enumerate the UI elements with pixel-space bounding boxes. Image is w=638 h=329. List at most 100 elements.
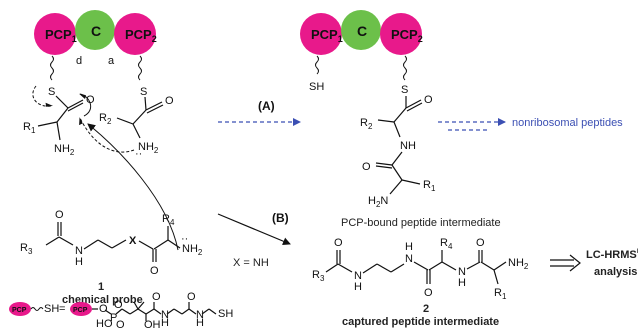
svg-text:R1: R1 <box>423 179 436 193</box>
product-r1: R <box>494 287 502 299</box>
legend-phosphorus: P <box>110 312 117 324</box>
right-sulfur: S <box>140 86 147 98</box>
product-n1: N <box>354 270 362 282</box>
product-nh2: NH <box>508 257 524 269</box>
probe-attack-arrow <box>87 123 179 251</box>
svg-text:PCP1: PCP1 <box>311 27 343 44</box>
route-a-h2n: H <box>368 195 376 207</box>
route-a-pcp2-label: PCP <box>391 27 418 42</box>
route-a-pcp1-label: PCP <box>311 27 338 42</box>
probe-r3: R <box>20 242 28 254</box>
right-r2: R <box>99 112 107 124</box>
product-n3: N <box>458 266 466 278</box>
route-b: (B) X = NH R3 O N H H N O R4 N H O NH2 <box>217 211 638 328</box>
electron-arrow-s-lone-pair <box>32 85 53 107</box>
product-o3: O <box>476 237 485 249</box>
legend-equals: = <box>59 303 65 315</box>
svg-text:PCP1: PCP1 <box>45 27 77 44</box>
route-a-o-mid: O <box>362 161 371 173</box>
legend-pcp-oval-2 <box>70 302 92 316</box>
route-a-c-label: C <box>357 23 367 39</box>
svg-text:O: O <box>116 319 125 329</box>
product-r4: R <box>440 237 448 249</box>
svg-text:N: N <box>161 309 169 321</box>
pcp1-subscript: 1 <box>72 34 77 44</box>
product-h3: H <box>458 277 466 289</box>
pcp2-subscript: 2 <box>152 34 157 44</box>
svg-text:R1: R1 <box>23 121 36 135</box>
probe-nitrogen: N <box>75 245 83 257</box>
svg-text:N: N <box>196 309 204 321</box>
svg-text:R3: R3 <box>20 242 33 256</box>
analysis-method: LC-HRMS <box>586 249 637 261</box>
svg-text:··: ·· <box>135 148 142 160</box>
route-b-label: (B) <box>272 211 289 225</box>
top-left-enzyme-complex: PCP1 C PCP2 d a S O R1 NH2 S O R2 NH2 ·· <box>23 10 174 160</box>
probe-nh2: NH <box>182 243 198 255</box>
product-caption: captured peptide intermediate <box>342 316 499 328</box>
right-nh2: NH <box>138 141 154 153</box>
svg-text:O: O <box>86 94 95 106</box>
acceptor-site-label: a <box>108 55 115 67</box>
implies-arrow <box>550 254 581 272</box>
probe-nh-hydrogen: H <box>75 256 83 268</box>
donor-site-label: d <box>76 55 82 67</box>
route-a: (A) PCP1 C PCP2 SH S O R2 NH O R1 H2N no… <box>218 10 623 229</box>
right-carbonyl-o: O <box>165 95 174 107</box>
svg-text:NH2: NH2 <box>508 257 529 271</box>
route-b-arrow <box>217 213 291 245</box>
svg-text:R4: R4 <box>162 213 175 227</box>
svg-text:R2: R2 <box>360 117 373 131</box>
c-domain-label: C <box>91 23 101 39</box>
pcp-bound-intermediate-caption: PCP-bound peptide intermediate <box>341 217 501 229</box>
legend-sh: SH <box>44 303 59 315</box>
product-r3: R <box>312 269 320 281</box>
left-sulfur: S <box>48 86 55 98</box>
svg-text:NH2: NH2 <box>54 143 75 157</box>
route-a-r2: R <box>360 117 368 129</box>
svg-text:SH: SH <box>218 308 233 320</box>
probe-bottom-o: O <box>150 265 159 277</box>
pcp-legend: PCP SH = PCP O P O HO O OH O N H O N H <box>9 291 233 329</box>
pcp2-tether <box>138 55 142 81</box>
svg-text:PCP: PCP <box>12 307 27 314</box>
electron-arrow-carbonyl <box>79 93 92 117</box>
route-b-condition: X = NH <box>233 257 269 269</box>
svg-text:R1: R1 <box>494 287 507 301</box>
route-a-c-circle <box>341 10 381 50</box>
route-a-label: (A) <box>258 99 275 113</box>
product-number: 2 <box>423 303 429 315</box>
product-n2: N <box>405 253 413 265</box>
svg-text:H: H <box>161 317 169 329</box>
product-o2: O <box>424 287 433 299</box>
probe-r4: R <box>162 213 170 225</box>
left-r1: R <box>23 121 31 133</box>
probe-x-group: X <box>129 235 137 247</box>
svg-text:PCP2: PCP2 <box>125 27 157 44</box>
svg-text:NH2: NH2 <box>138 141 159 155</box>
analysis-superscript: n <box>637 246 638 255</box>
probe-number: 1 <box>98 281 104 293</box>
svg-text:O: O <box>99 303 108 315</box>
svg-text:O: O <box>152 291 161 303</box>
route-a-pcp2-circle <box>380 13 422 55</box>
pcp1-label: PCP <box>45 27 72 42</box>
svg-text:R2: R2 <box>99 112 112 126</box>
analysis-label: analysis <box>594 266 637 278</box>
product-o1: O <box>334 237 343 249</box>
svg-text:LC-HRMSn: LC-HRMSn <box>586 246 638 261</box>
svg-text:H2N: H2N <box>368 195 388 209</box>
svg-text:OH: OH <box>144 319 161 329</box>
pcp1-domain-circle <box>34 13 76 55</box>
probe-carbonyl-o: O <box>55 209 64 221</box>
route-a-pcp1-circle <box>300 13 342 55</box>
route-a-o-top: O <box>424 94 433 106</box>
svg-text:PCP: PCP <box>73 307 88 314</box>
product-h2: H <box>405 241 413 253</box>
route-a-r1: R <box>423 179 431 191</box>
left-nh2: NH <box>54 143 70 155</box>
pcp1-tether <box>50 55 54 81</box>
svg-text:NH2: NH2 <box>182 243 203 257</box>
product-h1: H <box>354 281 362 293</box>
